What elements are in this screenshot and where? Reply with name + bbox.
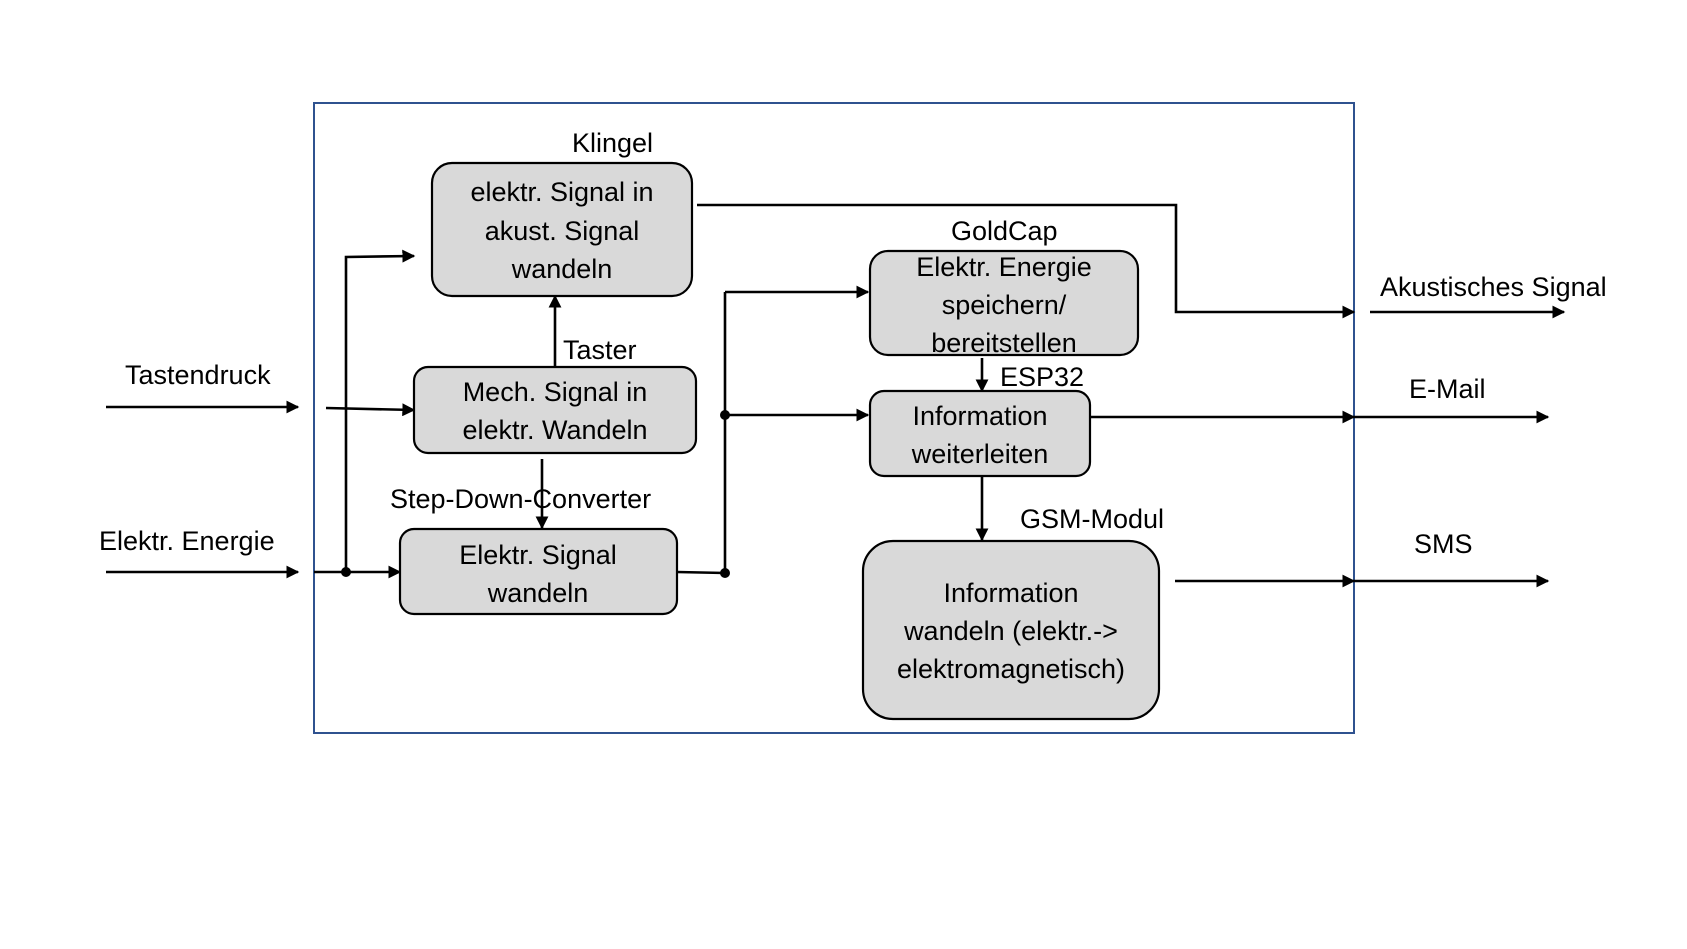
klingel-box: elektr. Signal in akust. Signal wandeln	[430, 161, 694, 298]
converter-box-line-1: Elektr. Signal	[459, 540, 617, 570]
klingel-box-line-2: akust. Signal	[485, 216, 640, 246]
goldcap-box-line-3: bereitstellen	[931, 328, 1077, 358]
taster-box-line-1: Mech. Signal in	[463, 377, 648, 407]
klingel-box-line-3: wandeln	[511, 254, 613, 284]
label-input-elektr-energie: Elektr. Energie	[99, 526, 275, 556]
gsm-box: Information wandeln (elektr.-> elektroma…	[861, 539, 1161, 721]
klingel-box-line-1: elektr. Signal in	[470, 177, 653, 207]
goldcap-box: Elektr. Energie speichern/ bereitstellen	[868, 249, 1140, 358]
taster-box: Mech. Signal in elektr. Wandeln	[412, 365, 698, 455]
goldcap-box-line-1: Elektr. Energie	[916, 252, 1092, 282]
esp32-box-line-2: weiterleiten	[911, 439, 1049, 469]
branch-energy-to-klingel	[344, 249, 416, 572]
gsm-box-line-1: Information	[943, 578, 1078, 608]
connections	[106, 203, 1566, 588]
esp32-box: Information weiterleiten	[868, 389, 1092, 478]
label-taster: Taster	[563, 335, 637, 365]
goldcap-box-line-2: speichern/	[942, 290, 1067, 320]
arrow-into-taster-box	[325, 403, 416, 417]
label-output-email: E-Mail	[1409, 374, 1486, 404]
label-output-akustisches-signal: Akustisches Signal	[1380, 272, 1607, 302]
label-goldcap: GoldCap	[951, 216, 1058, 246]
gsm-box-line-3: elektromagnetisch)	[897, 654, 1125, 684]
converter-box: Elektr. Signal wandeln	[398, 527, 679, 616]
label-output-sms: SMS	[1414, 529, 1473, 559]
junction-dot-energy	[341, 567, 351, 577]
label-gsm-modul: GSM-Modul	[1020, 504, 1164, 534]
label-input-tastendruck: Tastendruck	[125, 360, 271, 390]
junction-dot-esp32-branch	[720, 410, 730, 420]
label-esp32: ESP32	[1000, 362, 1084, 392]
esp32-box-line-1: Information	[912, 401, 1047, 431]
label-klingel: Klingel	[572, 128, 653, 158]
taster-box-line-2: elektr. Wandeln	[462, 415, 647, 445]
gsm-box-line-2: wandeln (elektr.->	[903, 616, 1118, 646]
converter-output-line	[676, 570, 726, 575]
label-step-down-converter: Step-Down-Converter	[390, 484, 651, 514]
converter-box-line-2: wandeln	[487, 578, 589, 608]
klingel-output-line	[697, 203, 1356, 319]
